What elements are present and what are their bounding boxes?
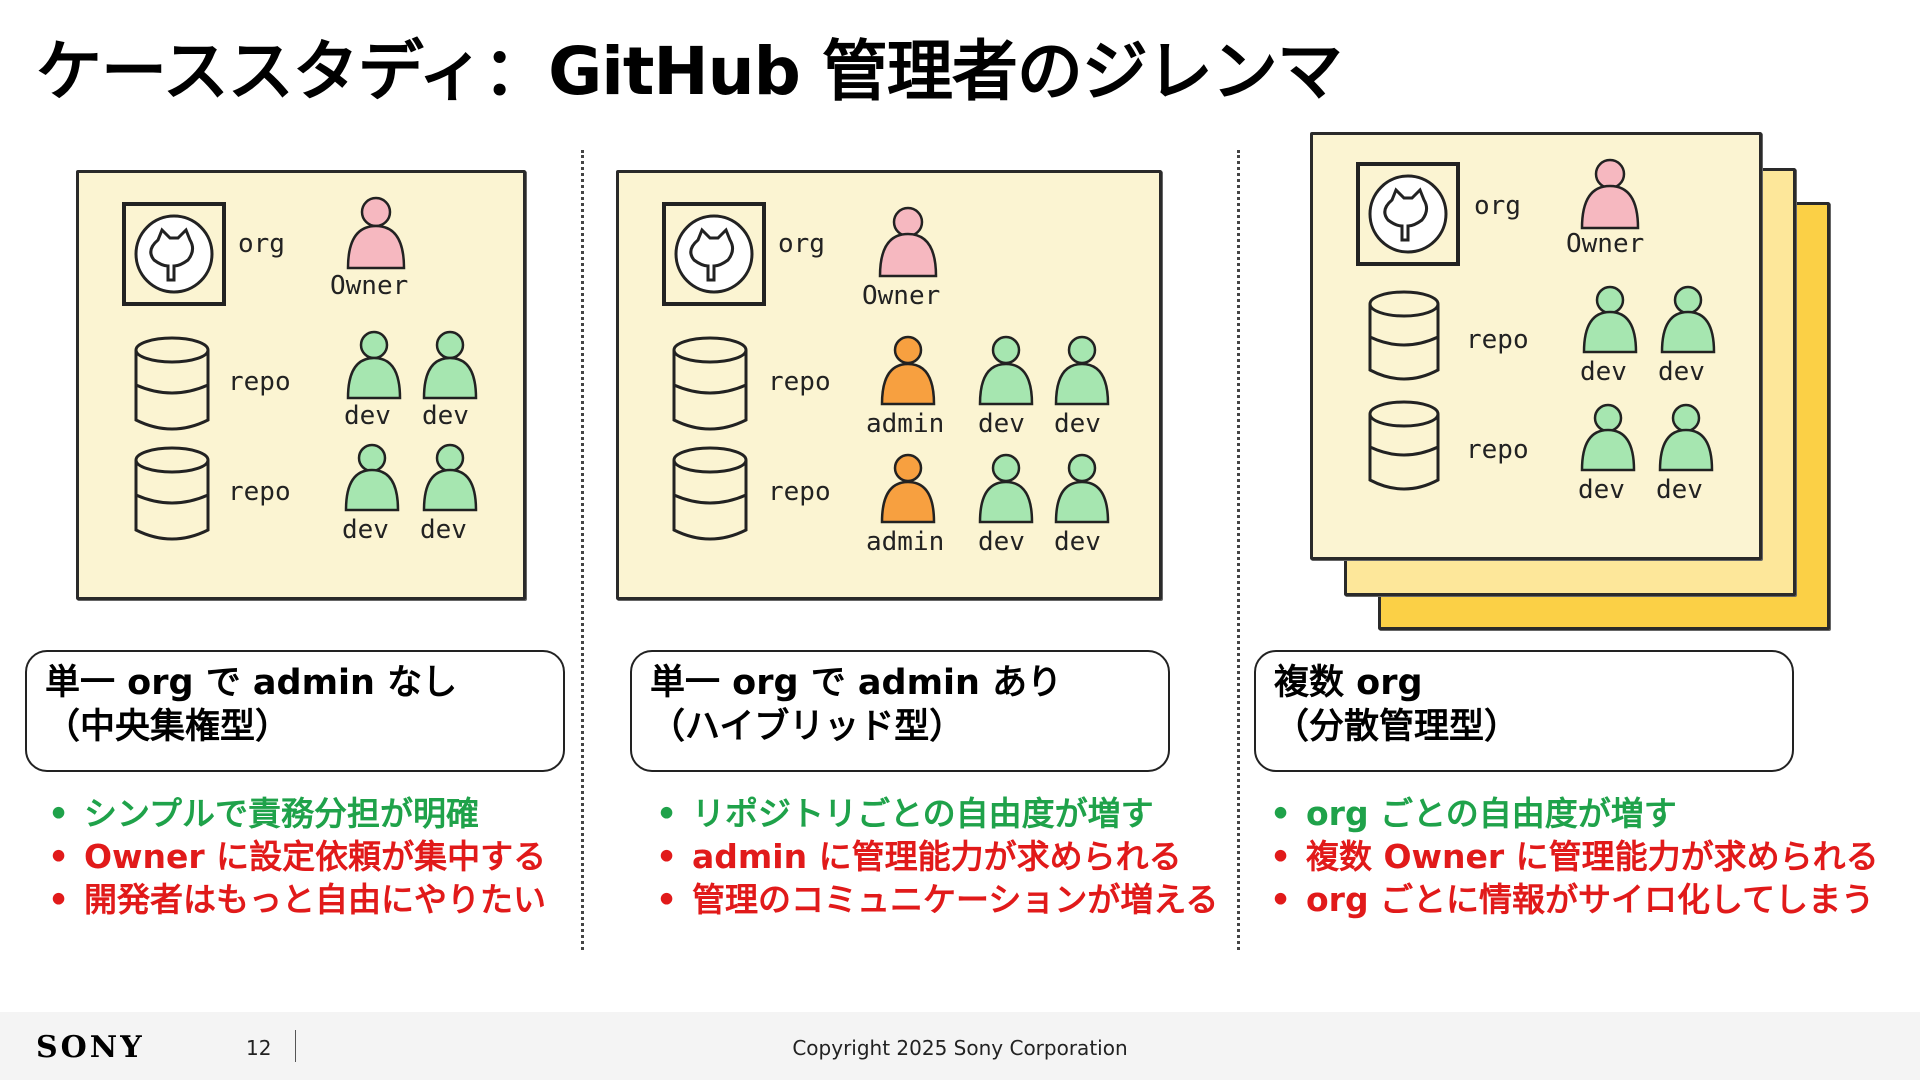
repo-label: repo xyxy=(228,477,291,507)
github-logo-icon xyxy=(662,202,766,306)
column-divider xyxy=(1237,150,1240,950)
org-label: org xyxy=(1474,191,1521,221)
dev-icon xyxy=(1054,335,1110,406)
pros-cons-list: •org ごとの自由度が増す •複数 Owner に管理能力が求められる •or… xyxy=(1262,792,1879,921)
dev-icon xyxy=(1054,453,1110,524)
dev-label: dev xyxy=(420,515,467,545)
github-logo-icon xyxy=(1356,162,1460,266)
repo-cylinder-icon xyxy=(1368,290,1440,381)
list-item: •シンプルで責務分担が明確 xyxy=(48,794,480,833)
repo-label: repo xyxy=(768,367,831,397)
dev-label: dev xyxy=(1578,475,1625,505)
column-divider xyxy=(581,150,584,950)
model-type: （中央集権型） xyxy=(45,706,291,747)
dev-icon xyxy=(1660,285,1716,354)
page-number: 12 xyxy=(246,1036,272,1060)
model-label-box: 複数 org （分散管理型） xyxy=(1254,650,1794,772)
list-item: •リポジトリごとの自由度が増す xyxy=(656,794,1154,833)
sony-logo: SONY xyxy=(36,1030,145,1065)
model-type: （ハイブリッド型） xyxy=(650,706,965,747)
model-name: 複数 org xyxy=(1274,663,1423,703)
panel2-illustration: org Owner repo admin dev dev repo admin xyxy=(662,202,1110,557)
dev-icon xyxy=(978,335,1034,406)
dev-label: dev xyxy=(344,401,391,431)
list-item: •org ごとの自由度が増す xyxy=(1270,794,1677,833)
dev-icon xyxy=(1582,285,1638,354)
dev-icon xyxy=(422,330,478,400)
dev-icon xyxy=(344,443,400,512)
list-item: •複数 Owner に管理能力が求められる xyxy=(1270,837,1879,876)
dev-label: dev xyxy=(1054,527,1101,557)
model-type: （分散管理型） xyxy=(1274,706,1520,747)
dev-label: dev xyxy=(1656,475,1703,505)
repo-cylinder-icon xyxy=(134,446,210,541)
owner-icon xyxy=(878,206,938,278)
repo-cylinder-icon xyxy=(134,336,210,431)
dev-label: dev xyxy=(1658,357,1705,387)
dev-label: dev xyxy=(342,515,389,545)
slide-title: ケーススタディ：GitHub 管理者のジレンマ xyxy=(36,33,1343,110)
pros-cons-list: •リポジトリごとの自由度が増す •admin に管理能力が求められる •管理のコ… xyxy=(648,792,1218,921)
model-name: 単一 org で admin なし xyxy=(45,663,458,703)
panel1-illustration: org Owner repo dev dev repo dev dev xyxy=(122,196,478,545)
list-item: •org ごとに情報がサイロ化してしまう xyxy=(1270,880,1875,919)
copyright-text: Copyright 2025 Sony Corporation xyxy=(792,1036,1128,1060)
panel3-illustration: org Owner repo dev dev repo dev dev xyxy=(1356,158,1716,505)
footer: SONY 12 Copyright 2025 Sony Corporation xyxy=(0,1012,1920,1080)
owner-label: Owner xyxy=(862,281,940,311)
org-label: org xyxy=(238,229,285,259)
model-label-box: 単一 org で admin あり （ハイブリッド型） xyxy=(630,650,1170,772)
dev-icon xyxy=(1658,403,1714,472)
repo-label: repo xyxy=(768,477,831,507)
owner-label: Owner xyxy=(330,271,408,301)
list-item: •管理のコミュニケーションが増える xyxy=(656,880,1219,919)
repo-label: repo xyxy=(1466,435,1529,465)
owner-icon xyxy=(1580,158,1640,230)
dev-label: dev xyxy=(978,409,1025,439)
dev-icon xyxy=(422,443,478,512)
pros-cons-list: •シンプルで責務分担が明確 •Owner に設定依頼が集中する •開発者はもっと… xyxy=(40,792,546,921)
list-item: •開発者はもっと自由にやりたい xyxy=(48,880,546,919)
repo-cylinder-icon xyxy=(1368,400,1440,491)
model-name: 単一 org で admin あり xyxy=(650,663,1063,703)
dev-icon xyxy=(978,453,1034,524)
org-label: org xyxy=(778,229,825,259)
github-logo-icon xyxy=(122,202,226,306)
dev-icon xyxy=(346,330,402,400)
owner-icon xyxy=(346,196,406,270)
list-item: •Owner に設定依頼が集中する xyxy=(48,837,547,876)
dev-label: dev xyxy=(1054,409,1101,439)
repo-label: repo xyxy=(1466,325,1529,355)
admin-label: admin xyxy=(866,409,944,439)
admin-label: admin xyxy=(866,527,944,557)
dev-label: dev xyxy=(422,401,469,431)
dev-label: dev xyxy=(978,527,1025,557)
admin-icon xyxy=(880,335,936,406)
repo-cylinder-icon xyxy=(672,446,748,541)
dev-icon xyxy=(1580,403,1636,472)
owner-label: Owner xyxy=(1566,229,1644,259)
list-item: •admin に管理能力が求められる xyxy=(656,837,1182,876)
dev-label: dev xyxy=(1580,357,1627,387)
repo-label: repo xyxy=(228,367,291,397)
model-label-box: 単一 org で admin なし （中央集権型） xyxy=(25,650,565,772)
admin-icon xyxy=(880,453,936,524)
repo-cylinder-icon xyxy=(672,336,748,431)
footer-divider xyxy=(295,1030,296,1062)
